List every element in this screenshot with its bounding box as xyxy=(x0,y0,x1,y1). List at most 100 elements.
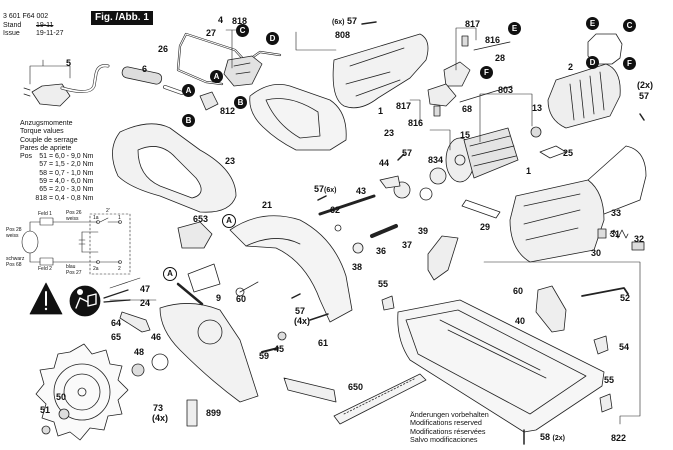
part-label: 4 xyxy=(218,15,224,25)
part-qty: (2x) xyxy=(637,80,654,90)
part-label: 818 xyxy=(232,16,248,26)
part-label: 808 xyxy=(335,30,351,40)
callout-d: D xyxy=(266,32,279,45)
part-label: 812 xyxy=(220,106,236,116)
wiring-diagram xyxy=(21,213,131,275)
brush-holder xyxy=(427,83,457,107)
part-label: 73 xyxy=(153,403,164,413)
flange xyxy=(131,363,145,377)
leader-822 xyxy=(483,261,641,425)
part-label: 40 xyxy=(515,316,526,326)
part-label: 57 xyxy=(639,91,650,101)
part-label: 59 xyxy=(259,351,270,361)
part-label: 45 xyxy=(274,344,285,354)
terminal-2a: 2a xyxy=(93,266,99,272)
housing-left xyxy=(249,83,347,151)
part-label: 816 xyxy=(408,118,424,128)
part-label: 44 xyxy=(379,158,390,168)
part-label: 816 xyxy=(485,35,501,45)
part-label: 30 xyxy=(591,248,602,258)
callout-c: C xyxy=(236,24,249,37)
terminal-1a: 1a xyxy=(93,215,99,221)
part-label: 1 xyxy=(378,106,384,116)
stand-value: 19-11 xyxy=(36,22,54,29)
part-label: 899 xyxy=(206,408,222,418)
warning-triangle xyxy=(29,282,63,315)
part-label: 27 xyxy=(206,28,217,38)
ring-diagram xyxy=(587,33,623,65)
screw xyxy=(397,153,405,161)
handle xyxy=(112,123,237,213)
part-label: 55 xyxy=(378,279,389,289)
clamp xyxy=(593,335,609,355)
figure-label: Fig. /Abb. 1 xyxy=(91,11,153,25)
bolt xyxy=(41,425,51,435)
part-label: 47 xyxy=(140,284,151,294)
part-label: 6 xyxy=(142,64,148,74)
part-label: 834 xyxy=(428,155,444,165)
part-label: 817 xyxy=(465,19,481,29)
callout-a-outline: A xyxy=(163,267,177,281)
stand-label: Stand xyxy=(3,22,22,29)
part-label: 43 xyxy=(356,186,367,196)
blade-guard xyxy=(229,215,353,323)
part-qty: (4x) xyxy=(294,316,311,326)
gearbox-parts xyxy=(318,167,447,254)
torque-title: Anzugsmomente xyxy=(20,120,73,127)
part-label: 31 xyxy=(610,229,621,239)
wire-label-pos26: Pos 26 xyxy=(66,210,82,216)
part-label: 64 xyxy=(111,318,122,328)
torque-row: 818 = 0,4 - 0,8 Nm xyxy=(35,194,94,202)
note-line: Modifications reserved xyxy=(410,418,482,428)
callout-f: F xyxy=(623,57,636,70)
callout-e: E xyxy=(586,17,599,30)
bracket xyxy=(535,285,567,333)
part-label: 23 xyxy=(225,156,236,166)
part-qty: 58 (2x) xyxy=(540,432,565,442)
knurled-nut xyxy=(277,331,287,341)
note-line: Salvo modificaciones xyxy=(410,435,478,445)
callout-c: C xyxy=(623,19,636,32)
wire-label-pos28-color: weiss xyxy=(6,233,19,239)
wire-label-pos28: Pos 28 xyxy=(6,227,22,233)
wire-label-pos26-color: weiss xyxy=(66,216,79,222)
callout-b: B xyxy=(234,96,247,109)
clamp xyxy=(599,393,613,413)
bearing xyxy=(530,126,542,138)
screw xyxy=(291,293,301,299)
part-label: 39 xyxy=(418,226,429,236)
plate xyxy=(461,199,501,219)
part-label: 1 xyxy=(526,166,532,176)
note-line: Modifications réservées xyxy=(410,426,486,436)
callout-d: D xyxy=(586,56,599,69)
torque-row: 65 = 2,0 - 3,0 Nm xyxy=(39,186,94,194)
callout-b: B xyxy=(182,114,195,127)
wire-label-pos27-color: blau xyxy=(66,264,76,270)
cord-sleeve xyxy=(121,66,184,95)
hex-key xyxy=(581,287,629,297)
part-label: 60 xyxy=(236,294,247,304)
part-label: 46 xyxy=(151,332,162,342)
saw-blade xyxy=(35,343,129,441)
spring-pin xyxy=(176,282,204,306)
part-label: 822 xyxy=(611,433,627,443)
part-label: 13 xyxy=(532,103,543,113)
torque-table: Anzugsmomente Torque values Couple de se… xyxy=(20,120,94,203)
callout-e: E xyxy=(508,22,521,35)
part-label: 61 xyxy=(318,338,329,348)
part-label: 51 xyxy=(40,405,51,415)
part-label: 25 xyxy=(563,148,574,158)
grease-tube xyxy=(186,399,198,427)
wire-label-feld1: Feld 1 xyxy=(38,211,52,217)
part-qty: (4x) xyxy=(152,413,169,423)
brush-holder xyxy=(443,61,471,87)
torque-row: 58 = 0,7 - 1,0 Nm xyxy=(39,169,94,177)
part-label: 15 xyxy=(460,130,471,140)
part-label: 32 xyxy=(634,234,645,244)
part-label: 21 xyxy=(262,200,273,210)
read-manual-icon xyxy=(69,285,101,317)
part-label: 57 xyxy=(295,306,306,316)
part-label: 55 xyxy=(604,375,615,385)
